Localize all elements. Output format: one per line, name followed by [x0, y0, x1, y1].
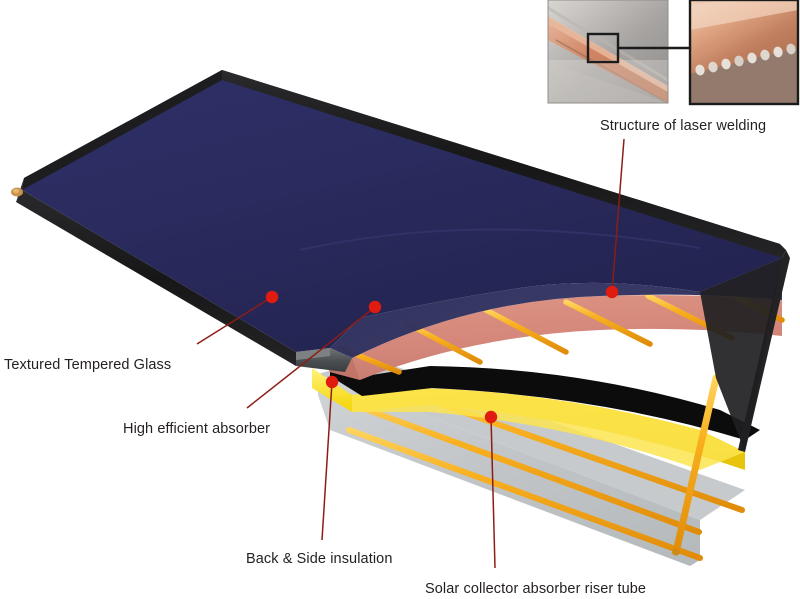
glass-top-surface [22, 70, 782, 352]
inset-a-tube-shadow [555, 39, 668, 103]
riser-tube [563, 299, 653, 347]
weld-spot [773, 46, 783, 58]
port-bore [13, 188, 19, 194]
frame-upper-left-rail [22, 70, 222, 190]
inset-b-border [688, 0, 800, 106]
callout-leader-line [321, 381, 333, 541]
inset-a-tube-highlight [548, 16, 668, 92]
callout-dot [484, 410, 498, 424]
callout-solar-collector-absorber-riser-tube: Solar collector absorber riser tube [425, 410, 646, 597]
glass-cut-face [330, 258, 782, 358]
header-tube-group [672, 374, 720, 556]
absorber-surface [317, 295, 782, 380]
weld-spot [695, 64, 705, 76]
inset-photo-weld-detail [688, 0, 800, 106]
inset-photo-weld-overview [547, 0, 669, 104]
callout-structure-of-laser-welding: Structure of laser welding [600, 118, 766, 299]
callout-label-structure-of-laser-welding: Structure of laser welding [600, 118, 766, 134]
frame-top-rail [222, 70, 786, 258]
weld-spot [747, 52, 757, 64]
riser-tube [405, 321, 483, 365]
inset-a-lower-panel [548, 60, 668, 103]
collector-layer-insulation [312, 368, 745, 470]
inset-b-plate-shadow [690, 48, 798, 104]
callout-back-side-insulation: Back & Side insulation [246, 375, 392, 567]
collector-layer-black-coating [330, 354, 760, 440]
callout-dot [325, 375, 339, 389]
riser-tube [346, 427, 703, 561]
riser-tube [483, 307, 569, 355]
cut-edge-highlight [296, 348, 330, 360]
header-tube-end [672, 548, 680, 556]
callout-label-solar-collector-absorber-riser-tube: Solar collector absorber riser tube [425, 581, 646, 597]
callout-textured-tempered-glass: Textured Tempered Glass [4, 290, 279, 373]
collector-port [11, 187, 23, 197]
collector-cut-edge [296, 348, 352, 372]
header-tube [672, 374, 720, 556]
callout-dot [368, 300, 382, 314]
frame-left-rail [16, 190, 296, 366]
weld-spot [708, 61, 718, 73]
callout-leader-line [490, 416, 496, 569]
callout-label-back-side-insulation: Back & Side insulation [246, 551, 392, 567]
inset-b-tube-highlight [690, 0, 798, 30]
collector-frame [16, 70, 790, 452]
glass-sheen [299, 228, 701, 251]
insulation-top [352, 388, 745, 470]
callout-label-high-efficient-absorber: High efficient absorber [123, 421, 270, 437]
weld-spot [760, 49, 770, 61]
inset-a-border [547, 0, 669, 104]
frame-right-inner [700, 258, 782, 452]
callout-dot [605, 285, 619, 299]
black-coating-body [330, 354, 760, 440]
weld-spot [786, 43, 796, 55]
callout-dot [265, 290, 279, 304]
collector-assembly [11, 70, 790, 566]
inset-a-plate-seam [548, 6, 668, 82]
back-plate-surface [318, 374, 700, 566]
weld-spot [721, 58, 731, 70]
callout-label-textured-tempered-glass: Textured Tempered Glass [4, 357, 171, 373]
riser-tube [327, 393, 702, 535]
callout-leader-line [611, 138, 625, 293]
weld-spot [734, 55, 744, 67]
callout-leader-line [246, 306, 376, 409]
callout-leader-line [196, 296, 273, 345]
inset-b-weld-spot-row [695, 43, 796, 76]
callout-high-efficient-absorber: High efficient absorber [123, 300, 382, 437]
